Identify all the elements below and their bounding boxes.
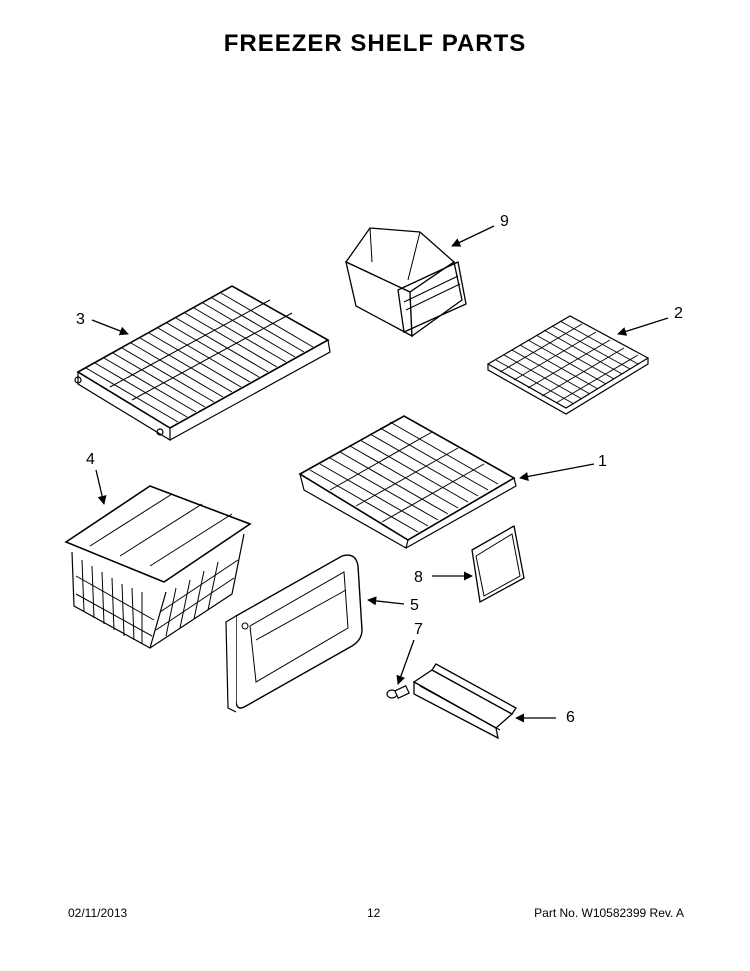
part-7-screw <box>386 685 410 699</box>
part-5-drawer-front <box>225 554 363 713</box>
part-4-wire-basket <box>64 485 252 649</box>
callout-3: 3 <box>76 311 85 328</box>
callout-7: 7 <box>414 621 423 638</box>
footer-part-number: Part No. W10582399 Rev. A <box>534 906 684 920</box>
callout-2: 2 <box>674 305 683 322</box>
part-9-bin <box>345 227 467 338</box>
callout-6: 6 <box>566 709 575 726</box>
part-1-wire-shelf <box>298 415 517 549</box>
callout-9: 9 <box>500 213 509 230</box>
leader-lines <box>91 225 669 723</box>
page-title: FREEZER SHELF PARTS <box>223 30 527 57</box>
part-6-rail-bracket <box>412 663 517 740</box>
footer-date: 02/11/2013 <box>68 906 128 920</box>
callout-1: 1 <box>598 453 607 470</box>
callout-4: 4 <box>86 451 95 468</box>
part-2-grid-shelf <box>486 315 650 415</box>
part-8-cover <box>471 524 525 604</box>
footer-page-number: 12 <box>367 906 381 920</box>
callout-8: 8 <box>414 569 423 586</box>
callout-5: 5 <box>410 597 419 614</box>
part-3-wire-shelf <box>74 285 331 442</box>
